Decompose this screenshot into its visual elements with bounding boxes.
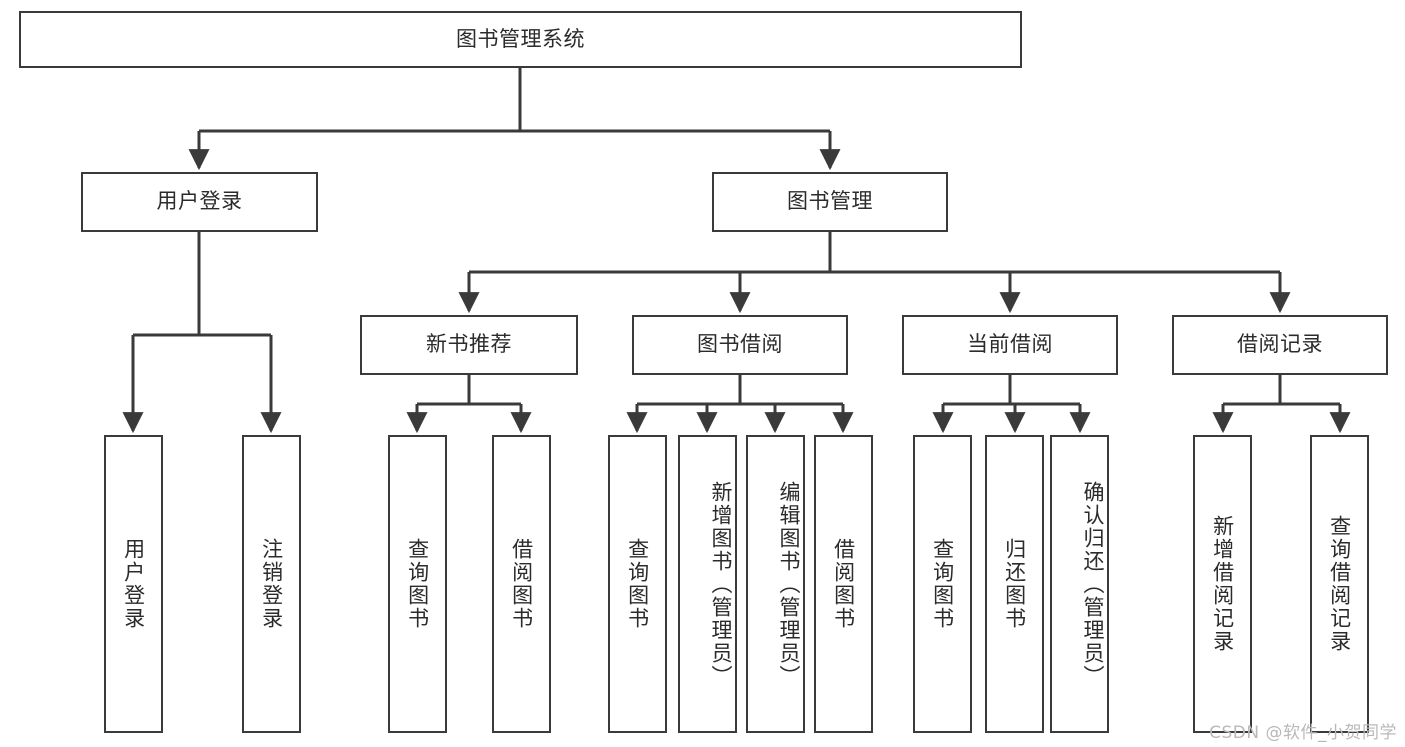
node-current-borrow[interactable]: 当前借阅 — [902, 315, 1118, 375]
node-leaf-label: 用户登录 — [121, 538, 146, 630]
node-leaf-new-book-query[interactable]: 查询图书 — [388, 435, 447, 733]
node-leaf-new-book-borrow[interactable]: 借阅图书 — [492, 435, 551, 733]
node-leaf-label: 查询图书 — [405, 538, 430, 630]
node-root-label: 图书管理系统 — [456, 26, 585, 51]
node-root[interactable]: 图书管理系统 — [19, 11, 1022, 68]
node-new-book-recommend[interactable]: 新书推荐 — [360, 315, 578, 375]
node-leaf-book-borrow-add[interactable]: 新增图书（管理员） — [678, 435, 737, 733]
node-book-borrow[interactable]: 图书借阅 — [632, 315, 848, 375]
node-leaf-label: 注销登录 — [259, 538, 284, 630]
node-leaf-current-borrow-query[interactable]: 查询图书 — [913, 435, 972, 733]
node-leaf-label: 新增借阅记录 — [1210, 515, 1235, 653]
node-leaf-label: 查询图书 — [930, 538, 955, 630]
node-leaf-current-borrow-confirm[interactable]: 确认归还（管理员） — [1050, 435, 1109, 733]
csdn-watermark: CSDN @软件_小贺同学 — [1209, 723, 1397, 743]
node-borrow-record[interactable]: 借阅记录 — [1172, 315, 1388, 375]
node-leaf-book-borrow-borrow[interactable]: 借阅图书 — [814, 435, 873, 733]
node-leaf-current-borrow-return[interactable]: 归还图书 — [985, 435, 1044, 733]
node-leaf-label: 编辑图书（管理员） — [777, 480, 801, 688]
node-current-borrow-label: 当前借阅 — [967, 332, 1053, 357]
node-leaf-user-login-logout[interactable]: 注销登录 — [242, 435, 301, 733]
node-book-manage-label: 图书管理 — [787, 189, 873, 214]
node-leaf-book-borrow-query[interactable]: 查询图书 — [608, 435, 667, 733]
node-new-book-recommend-label: 新书推荐 — [426, 332, 512, 357]
node-book-borrow-label: 图书借阅 — [697, 332, 783, 357]
node-leaf-label: 借阅图书 — [831, 538, 856, 630]
node-borrow-record-label: 借阅记录 — [1237, 332, 1323, 357]
node-leaf-label: 查询借阅记录 — [1327, 515, 1352, 653]
node-user-login-label: 用户登录 — [156, 189, 243, 214]
node-leaf-label: 查询图书 — [625, 538, 650, 630]
node-book-manage[interactable]: 图书管理 — [712, 172, 948, 232]
node-leaf-borrow-record-add[interactable]: 新增借阅记录 — [1193, 435, 1252, 733]
node-leaf-label: 确认归还（管理员） — [1081, 480, 1105, 688]
node-leaf-user-login-login[interactable]: 用户登录 — [104, 435, 163, 733]
node-leaf-label: 新增图书（管理员） — [709, 480, 733, 688]
node-leaf-label: 归还图书 — [1002, 538, 1027, 630]
node-user-login[interactable]: 用户登录 — [81, 172, 318, 232]
node-leaf-book-borrow-edit[interactable]: 编辑图书（管理员） — [746, 435, 805, 733]
node-leaf-label: 借阅图书 — [509, 538, 534, 630]
node-leaf-borrow-record-query[interactable]: 查询借阅记录 — [1310, 435, 1369, 733]
